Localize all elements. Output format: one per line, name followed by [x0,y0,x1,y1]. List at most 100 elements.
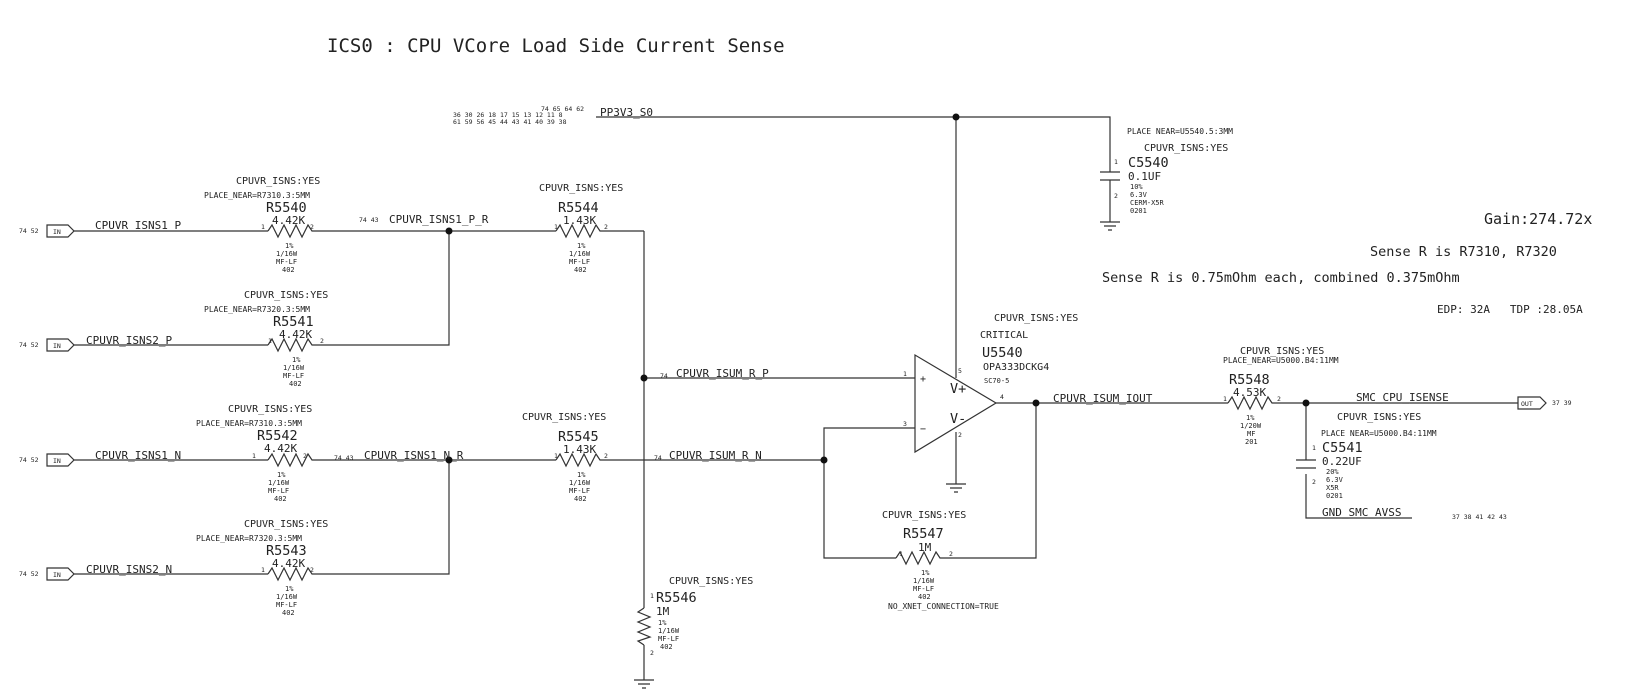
r5545-pin2: 2 [604,452,608,460]
r5547-xnet: NO_XNET_CONNECTION=TRUE [888,602,999,611]
r5547-size: 402 [918,593,931,601]
capacitor-c5541: CPUVR_ISNS:YES PLACE NEAR=U5000.B4:11MM … [1296,412,1437,500]
port-isns2-p-pages: 74 52 [19,341,39,349]
port-out-net: SMC_CPU_ISENSE [1356,391,1449,404]
r5542-type: MF-LF [268,487,289,495]
r5542-tol: 1% [277,471,286,479]
r5543-power: 1/16W [276,593,298,601]
r5540-pin2: 2 [310,223,314,231]
resistor-r5546: CPUVR_ISNS:YES R5546 1M 1 2 1% 1/16W MF-… [636,576,753,657]
u5540-pin3: 3 [903,420,907,428]
r5545-size: 402 [574,495,587,503]
u5540-part: OPA333DCKG4 [983,362,1049,373]
resistor-r5548: CPUVR_ISNS:YES PLACE_NEAR=U5000.B4:11MM … [1223,346,1339,446]
r5544-power: 1/16W [569,250,591,258]
port-isns1-n-net: CPUVR_ISNS1_N [95,449,181,462]
net-gnd-smc-pages: 37 38 41 42 43 [1452,513,1507,521]
r5542-power: 1/16W [268,479,290,487]
r5548-type: MF [1247,430,1255,438]
port-isns1-p-net: CPUVR_ISNS1_P [95,219,181,232]
net-isum-r-p-pages: 74 [660,372,668,380]
c5540-value: 0.1UF [1128,170,1161,183]
r5548-place: PLACE_NEAR=U5000.B4:11MM [1223,356,1339,365]
r5544-pin1: 1 [554,223,558,231]
pp3v3-pages-top: 74 65 64 62 [541,105,584,113]
u5540-pin1: 1 [903,370,907,378]
r5545-tol: 1% [577,471,586,479]
u5540-pin2: 2 [958,431,962,439]
r5546-pin2: 2 [650,649,654,657]
resistor-r5541: CPUVR_ISNS:YES PLACE_NEAR=R7320.3:5MM R5… [204,290,328,388]
r5543-tol: 1% [285,585,294,593]
net-isns1-p-r: CPUVR_ISNS1_P_R [389,213,489,226]
pp3v3-label: PP3V3_S0 [600,106,653,119]
r5548-pin1: 1 [1223,395,1227,403]
r5548-tol: 1% [1246,414,1255,422]
port-isns2-n-pages: 74 52 [19,570,39,578]
port-smc-cpu-isense: SMC_CPU_ISENSE OUT 37 39 [1356,391,1572,410]
r5541-pin1: 1 [268,337,272,345]
resistor-r5542: CPUVR_ISNS:YES PLACE_NEAR=R7310.3:5MM R5… [196,404,316,503]
page-title: ICS0 : CPU VCore Load Side Current Sense [327,35,785,57]
u5540-in-minus: − [920,424,926,435]
r5541-pin2: 2 [320,337,324,345]
r5540-tol: 1% [285,242,294,250]
r5544-type: MF-LF [569,258,590,266]
c5541-place: PLACE NEAR=U5000.B4:11MM [1321,429,1437,438]
port-isns1-n: 74 52 IN CPUVR_ISNS1_N [19,449,181,467]
r5543-size: 402 [282,609,295,617]
c5540-place: PLACE NEAR=U5540.5:3MM [1127,127,1233,136]
gain-note: Gain:274.72x [1484,210,1592,228]
r5546-pin1: 1 [650,592,654,600]
u5540-ref: U5540 [982,345,1023,361]
r5540-option: CPUVR_ISNS:YES [236,176,320,187]
r5545-pin1: 1 [554,452,558,460]
r5540-type: MF-LF [276,258,297,266]
r5547-value: 1M [918,541,932,554]
r5548-option: CPUVR_ISNS:YES [1240,346,1324,357]
r5540-place: PLACE_NEAR=R7310.3:5MM [204,191,310,200]
r5545-ref: R5545 [558,429,599,445]
r5548-size: 201 [1245,438,1258,446]
pp3v3-pages-row2: 61 59 56 45 44 43 41 40 39 38 [453,118,567,126]
u5540-critical: CRITICAL [980,330,1028,341]
r5544-value: 1.43K [563,214,596,227]
r5543-pin1: 1 [261,566,265,574]
r5545-option: CPUVR_ISNS:YES [522,412,606,423]
r5542-pin2: 2 [303,452,307,460]
resistor-r5540: CPUVR_ISNS:YES PLACE_NEAR=R7310.3:5MM R5… [204,176,320,274]
r5540-pin1: 1 [261,223,265,231]
r5543-pin2: 2 [310,566,314,574]
r5547-pin2: 2 [949,550,953,558]
r5544-option: CPUVR_ISNS:YES [539,183,623,194]
c5540-option: CPUVR_ISNS:YES [1144,143,1228,154]
sense-note-2: Sense R is 0.75mOhm each, combined 0.375… [1102,270,1460,286]
c5541-pin1: 1 [1312,444,1316,452]
c5541-volt: 6.3V [1326,476,1344,484]
r5540-value: 4.42K [272,214,305,227]
c5541-option: CPUVR_ISNS:YES [1337,412,1421,423]
r5543-value: 4.42K [272,557,305,570]
r5541-value: 4.42K [279,328,312,341]
net-gnd-smc: GND_SMC_AVSS [1322,506,1401,519]
r5545-power: 1/16W [569,479,591,487]
port-isns1-p: 74 52 IN CPUVR_ISNS1_P [19,219,181,238]
port-isns2-p: 74 52 IN CPUVR_ISNS2_P [19,334,172,352]
net-isum-r-n: CPUVR_ISUM_R_N [669,449,762,462]
port-isns1-n-pages: 74 52 [19,456,39,464]
net-isum-iout: CPUVR_ISUM_IOUT [1053,392,1153,405]
r5542-option: CPUVR_ISNS:YES [228,404,312,415]
r5546-tol: 1% [658,619,667,627]
r5546-power: 1/16W [658,627,680,635]
c5540-pin1: 1 [1114,158,1118,166]
c5540-size: 0201 [1130,207,1147,215]
r5542-pin1: 1 [252,452,256,460]
r5542-place: PLACE_NEAR=R7310.3:5MM [196,419,302,428]
u5540-option: CPUVR_ISNS:YES [994,313,1078,324]
r5548-ref: R5548 [1229,372,1270,388]
port-isns1-p-type: IN [53,228,61,236]
c5540-volt: 6.3V [1130,191,1148,199]
r5544-tol: 1% [577,242,586,250]
u5540-vplus: V+ [950,381,966,397]
net-isum-r-n-pages: 74 [654,454,662,462]
